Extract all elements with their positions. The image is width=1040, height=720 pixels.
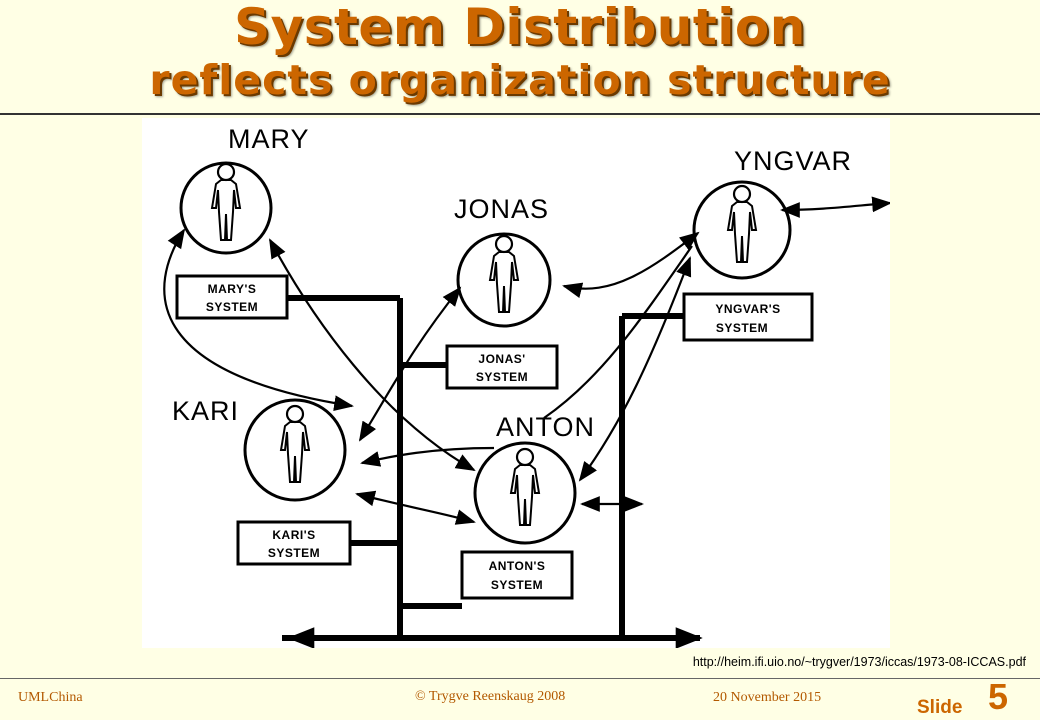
footer-date: 20 November 2015 bbox=[713, 690, 822, 705]
footer-copyright: © Trygve Reenskaug 2008 bbox=[415, 689, 566, 704]
system-label-mary: MARY'S bbox=[208, 282, 257, 296]
name-label-yngvar: YNGVAR bbox=[734, 146, 852, 176]
system-label-mary-2: SYSTEM bbox=[206, 300, 258, 314]
footer-divider bbox=[0, 678, 1040, 679]
system-label-kari-2: SYSTEM bbox=[268, 546, 320, 560]
system-label-jonas-2: SYSTEM bbox=[476, 370, 528, 384]
system-label-anton-2: SYSTEM bbox=[491, 578, 543, 592]
name-label-jonas: JONAS bbox=[454, 194, 549, 224]
system-label-kari: KARI'S bbox=[272, 528, 315, 542]
footer-org: UMLChina bbox=[18, 690, 83, 705]
person-yngvar: YNGVAR YNGVAR'S SYSTEM bbox=[682, 146, 852, 342]
slide-number: 5 bbox=[988, 676, 1009, 717]
name-label-mary: MARY bbox=[228, 124, 310, 154]
person-kari: KARI KARI'S SYSTEM bbox=[172, 396, 352, 566]
person-mary: MARY MARY'S SYSTEM bbox=[175, 124, 310, 320]
header-divider bbox=[0, 113, 1040, 115]
name-label-kari: KARI bbox=[172, 396, 239, 426]
source-url-link[interactable]: http://heim.ifi.uio.no/~trygver/1973/icc… bbox=[692, 655, 1026, 669]
slide-subtitle: reflects organization structure bbox=[149, 56, 891, 104]
communication-arrows bbox=[163, 196, 890, 525]
system-label-yngvar-2: SYSTEM bbox=[716, 321, 768, 335]
system-label-yngvar: YNGVAR'S bbox=[715, 302, 780, 316]
person-anton: ANTON ANTON'S SYSTEM bbox=[460, 412, 594, 600]
system-label-jonas: JONAS' bbox=[478, 352, 525, 366]
person-jonas: JONAS JONAS' SYSTEM bbox=[445, 194, 559, 390]
slide-label: Slide bbox=[917, 697, 963, 718]
system-label-anton: ANTON'S bbox=[489, 559, 546, 573]
slide-title: System Distribution bbox=[234, 0, 806, 56]
organization-diagram: MARY MARY'S SYSTEM JONAS JONAS' SYSTEM Y… bbox=[142, 118, 890, 648]
